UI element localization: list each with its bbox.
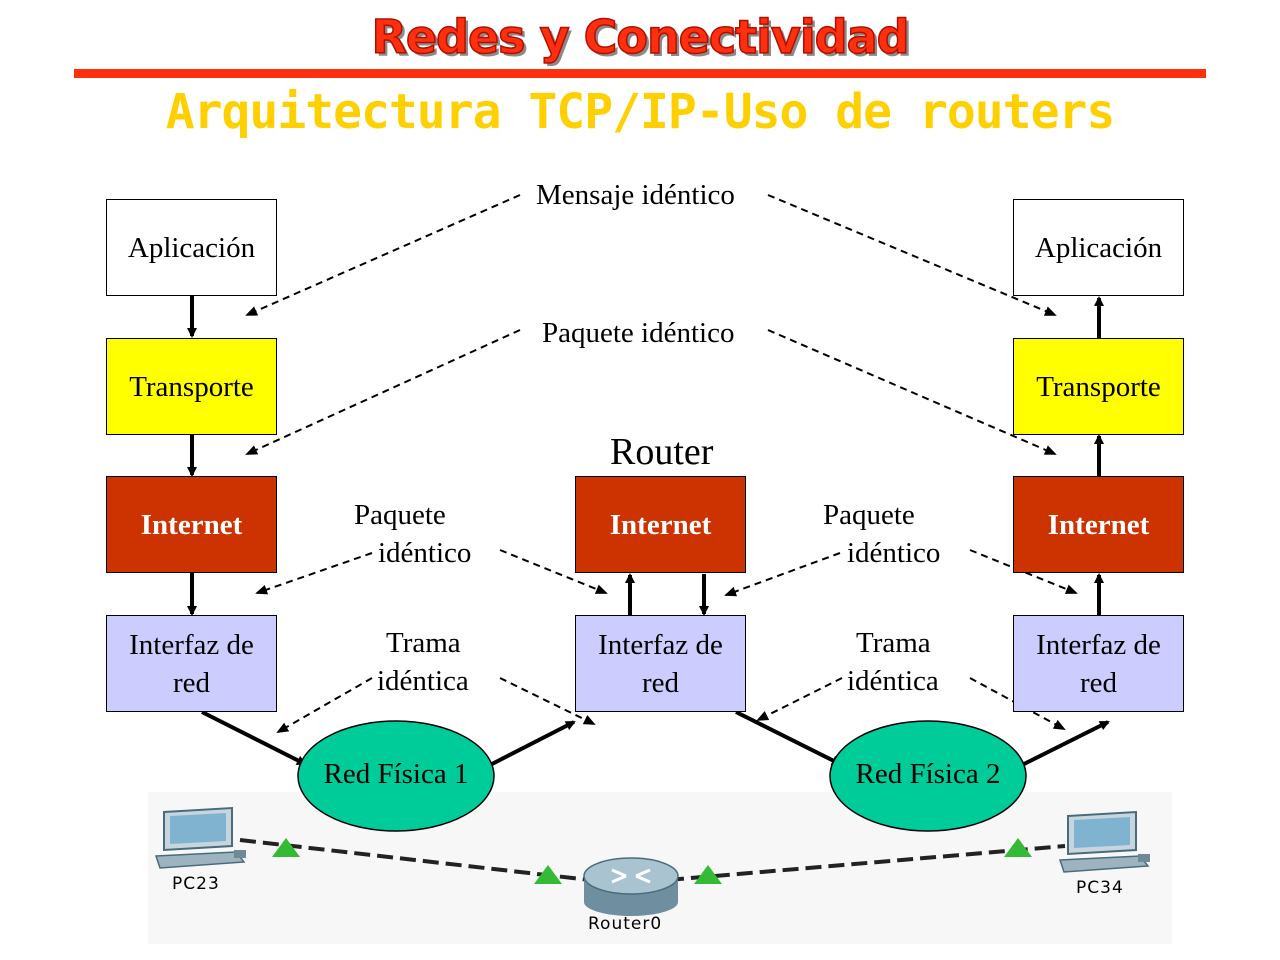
left-interface-label-2: red <box>172 666 211 699</box>
router-title: Router <box>610 431 714 473</box>
link-net2-right-iface <box>1023 720 1110 766</box>
label-paquete-identico-top: Paquete idéntico <box>542 317 735 349</box>
link-up-icon <box>694 865 722 884</box>
dash-paquete-top-right <box>767 329 1057 455</box>
right-application-layer: Aplicación <box>1013 199 1184 296</box>
pc-right-label: PC34 <box>1076 878 1124 898</box>
label-paquete-right-line1: Paquete <box>823 499 915 531</box>
network-ellipse-2 <box>829 720 1027 832</box>
dash-paquete-left-a <box>255 552 373 595</box>
left-interface-label-1: Interfaz de <box>129 628 254 661</box>
network-label-1: Red Física 1 <box>323 758 469 790</box>
left-internet-layer: Internet <box>106 476 277 573</box>
pc-left-label: PC23 <box>172 874 220 894</box>
dash-paquete-right-a <box>724 552 841 597</box>
topology-cable-left <box>239 838 591 882</box>
pc-right-icon <box>1058 810 1150 873</box>
router-topology-label: Router0 <box>588 914 663 934</box>
dash-trama-right-a <box>756 677 843 721</box>
label-mensaje-identico: Mensaje idéntico <box>536 179 735 211</box>
dash-trama-left-a <box>276 677 373 733</box>
dash-mensaje-left <box>245 194 521 316</box>
left-application-layer: Aplicación <box>106 199 277 296</box>
network-label-2: Red Física 2 <box>855 758 1001 790</box>
label-trama-right-line2: idéntica <box>847 665 939 697</box>
link-up-icon <box>1004 838 1032 857</box>
link-left-iface-net1 <box>201 710 307 766</box>
subtitle: Arquitectura TCP/IP-Uso de routers <box>165 84 1116 140</box>
router-interface-layer: Interfaz de red <box>575 615 746 712</box>
label-trama-right-line1: Trama <box>856 627 931 659</box>
right-interface-layer: Interfaz de red <box>1013 615 1184 712</box>
dash-mensaje-right <box>767 194 1057 316</box>
router-interface-label-1: Interfaz de <box>598 628 723 661</box>
main-title: Redes y Conectividad <box>371 9 911 65</box>
dash-trama-left-b <box>499 677 596 725</box>
label-paquete-left-line1: Paquete <box>354 499 446 531</box>
right-transport-layer: Transporte <box>1013 338 1184 435</box>
link-up-icon <box>534 865 562 884</box>
left-interface-layer: Interfaz de red <box>106 615 277 712</box>
right-interface-label-1: Interfaz de <box>1036 628 1161 661</box>
dash-paquete-top-left <box>245 329 521 455</box>
router-interface-label-2: red <box>641 666 680 699</box>
network-ellipse-1 <box>297 720 495 832</box>
link-net1-router-iface <box>491 720 576 766</box>
label-paquete-right-line2: idéntico <box>847 537 941 569</box>
label-trama-left-line2: idéntica <box>377 665 469 697</box>
link-router-iface-net2 <box>735 710 842 766</box>
title-divider <box>74 69 1206 78</box>
label-paquete-left-line2: idéntico <box>378 537 472 569</box>
label-trama-left-line1: Trama <box>386 627 461 659</box>
pc-left-icon <box>154 806 246 869</box>
link-up-icon <box>272 838 300 857</box>
router-topology-icon <box>583 857 679 916</box>
right-internet-layer: Internet <box>1013 476 1184 573</box>
router-internet-layer: Internet <box>575 476 746 573</box>
topology-cable-right <box>667 844 1066 882</box>
left-transport-layer: Transporte <box>106 338 277 435</box>
right-interface-label-2: red <box>1079 666 1118 699</box>
